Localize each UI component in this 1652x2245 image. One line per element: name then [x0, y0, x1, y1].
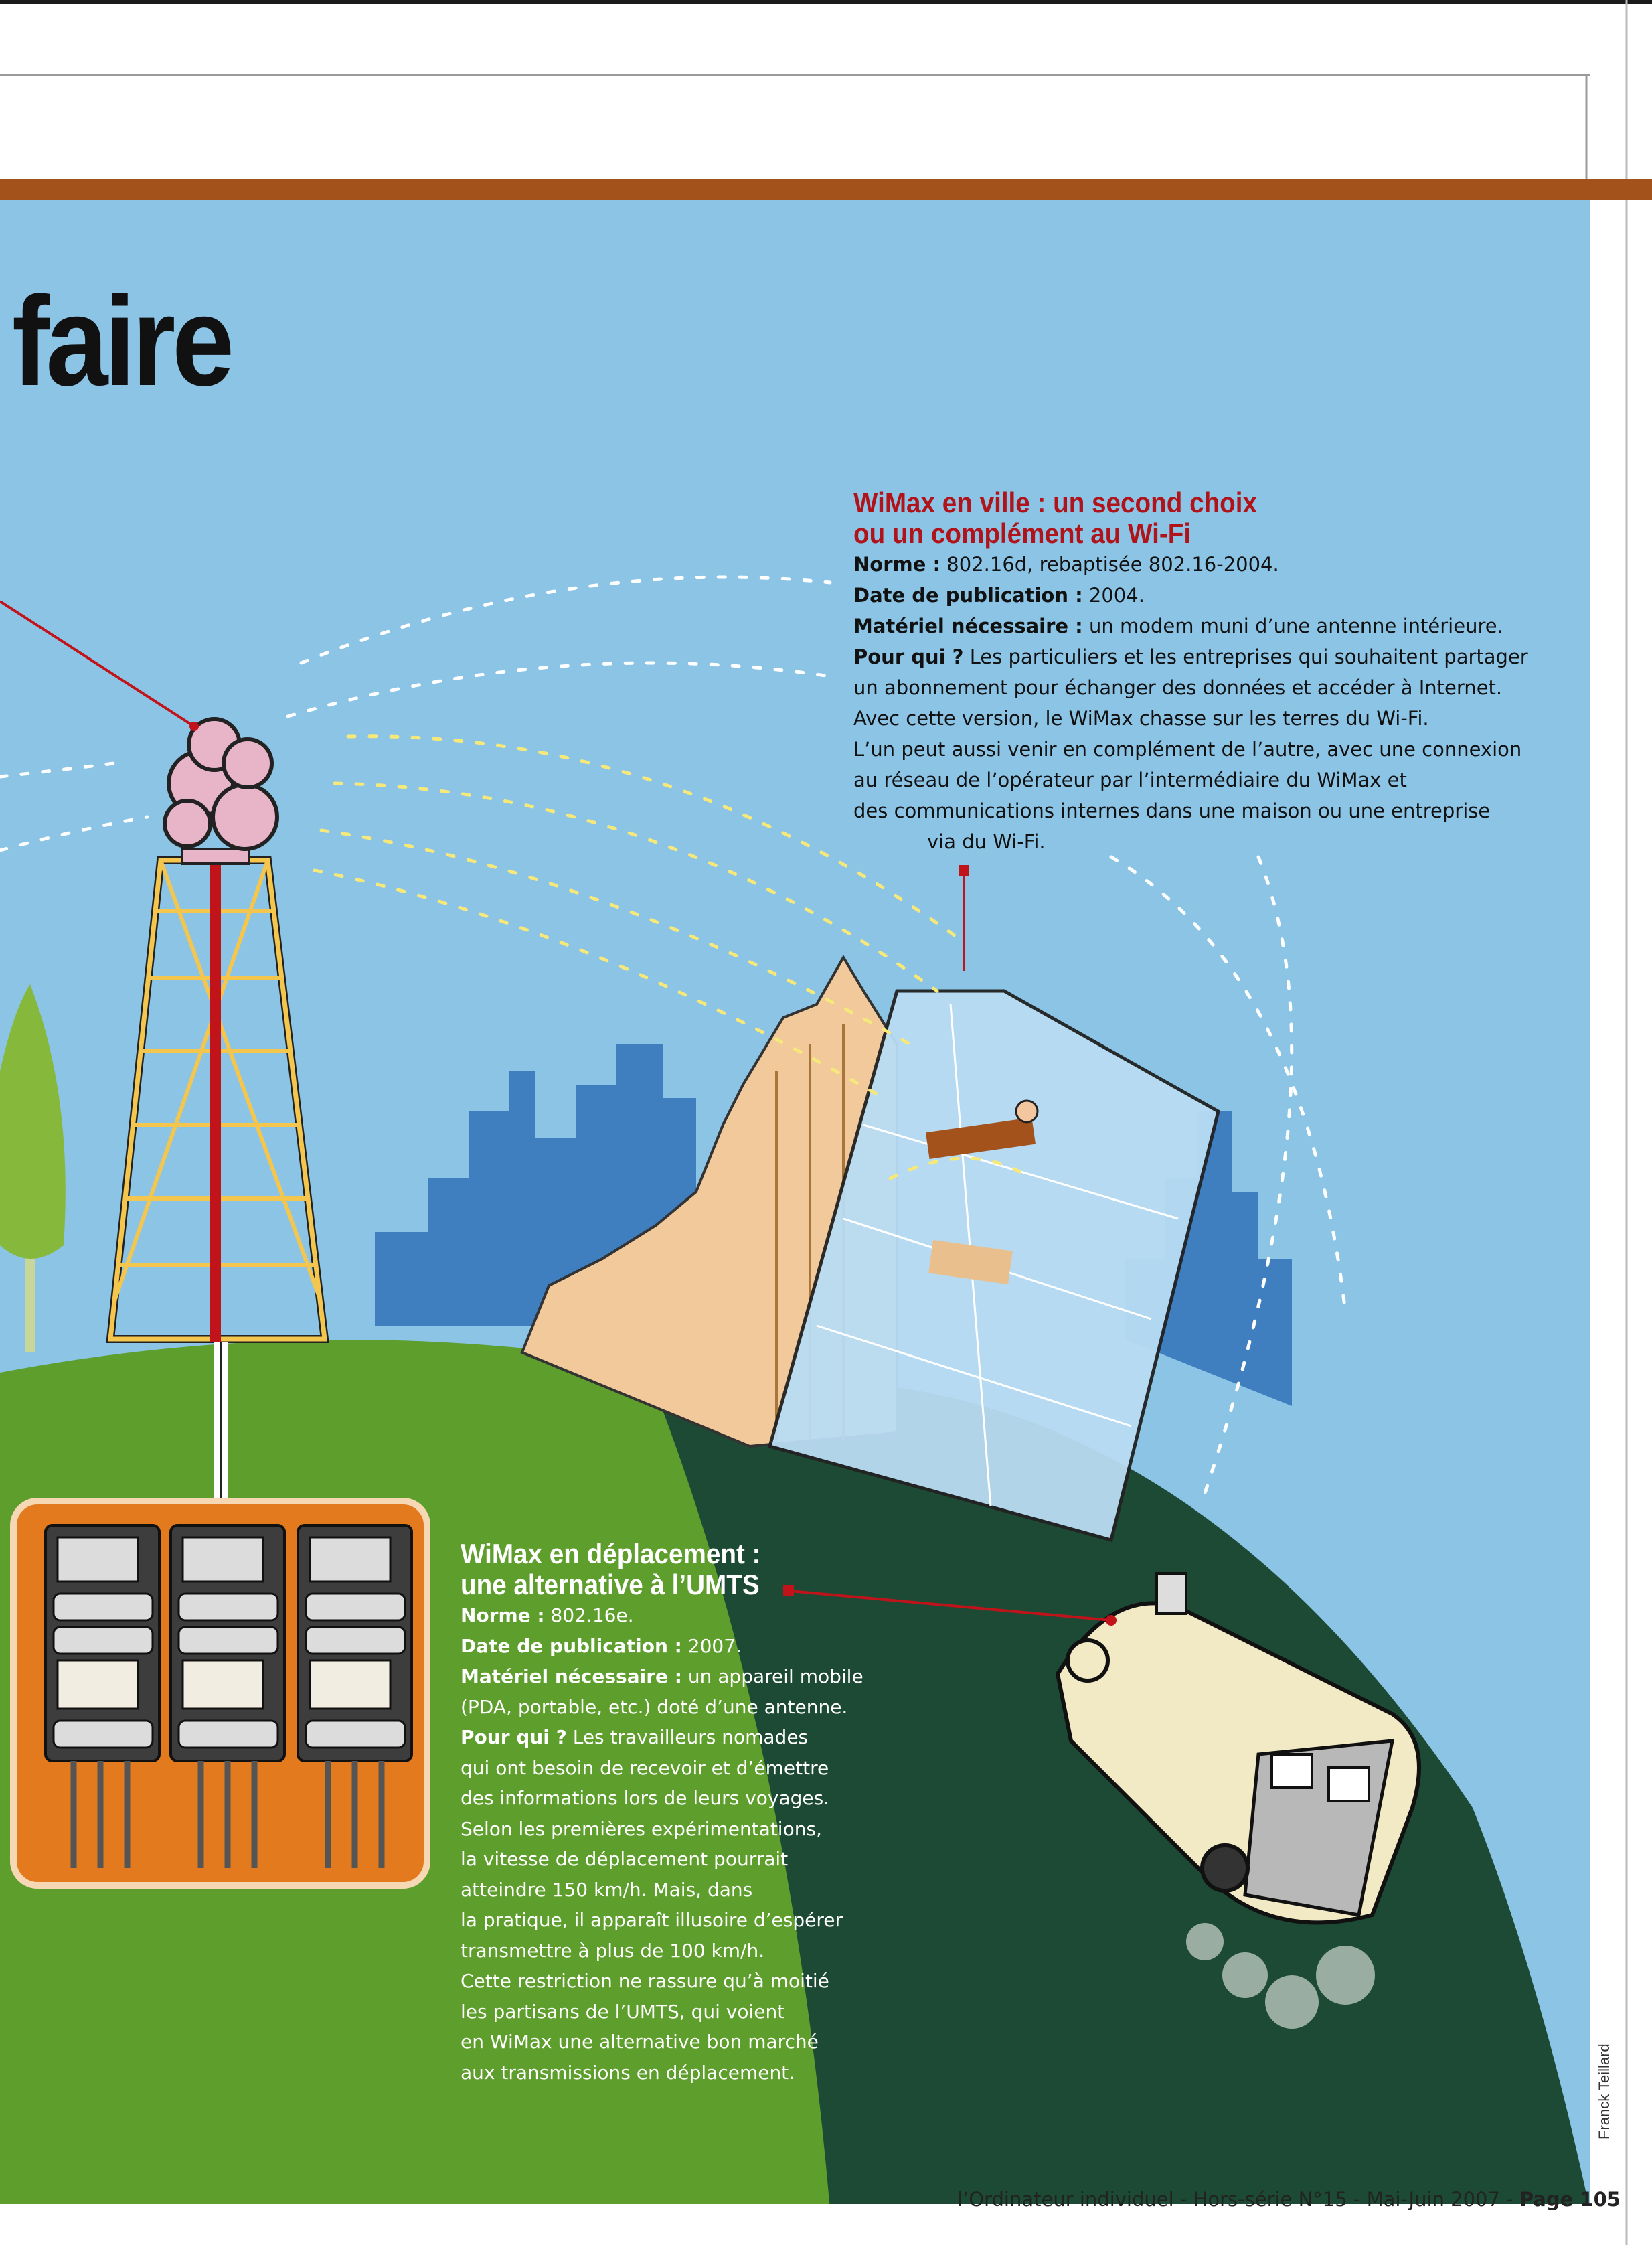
top-edge: [0, 0, 1652, 4]
wimax-ville-box: WiMax en ville : un second choix ou un c…: [853, 487, 1563, 857]
glass-office-tower: [767, 989, 1220, 1543]
page-number: Page 105: [1519, 2188, 1621, 2211]
headline: faire: [12, 270, 234, 412]
footer-publication: l’Ordinateur individuel - Hors-série N°1…: [957, 2188, 1519, 2211]
callout-marker: [959, 865, 969, 876]
wimax-ville-body: Norme : 802.16d, rebaptisée 802.16-2004.…: [853, 553, 1528, 853]
wimax-deplacement-box: WiMax en déplacement : une alternative à…: [461, 1539, 929, 2088]
wimax-deplacement-title: WiMax en déplacement : une alternative à…: [461, 1538, 761, 1600]
wifi-wave-arcs: [0, 575, 1347, 1495]
radio-tower: [0, 600, 329, 1343]
wimax-ville-title: WiMax en ville : un second choix ou un c…: [853, 487, 1258, 549]
car: [1055, 1572, 1421, 2029]
header-banner: [0, 179, 1652, 200]
wimax-deplacement-body: Norme : 802.16e. Date de publication : 2…: [461, 1604, 863, 2084]
server-racks: [10, 1498, 430, 1889]
signal-wave-arcs: [313, 734, 1033, 1180]
page-footer: l’Ordinateur individuel - Hors-série N°1…: [957, 2188, 1621, 2211]
tree: [0, 984, 66, 1352]
photo-credit: Franck Teillard: [1596, 2043, 1613, 2139]
